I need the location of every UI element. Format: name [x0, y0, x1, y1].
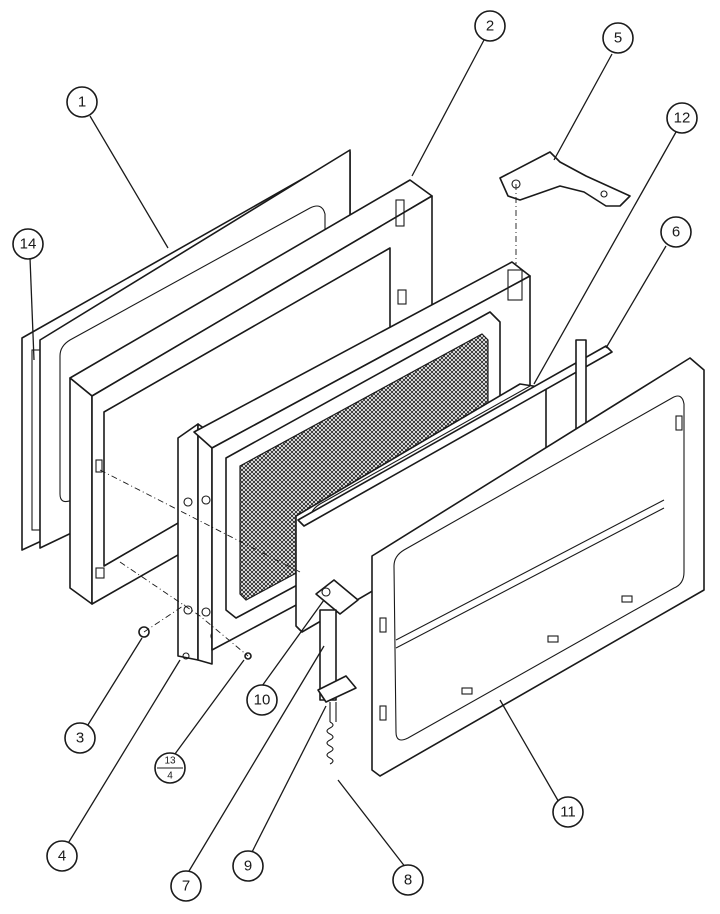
callout-14: 14: [12, 228, 44, 260]
callout-11: 11: [552, 796, 584, 828]
callout-3-circle: [64, 722, 96, 754]
callout-12: 12: [666, 102, 698, 134]
callout-1: 1: [66, 86, 98, 118]
callout-10: 10: [246, 684, 278, 716]
part-5-top-bracket: [499, 151, 631, 207]
callout-1-circle: [66, 86, 98, 118]
part-8-spring: [326, 721, 334, 765]
callout-5-circle: [602, 22, 634, 54]
callout-8: 8: [392, 864, 424, 896]
callout-11-circle: [552, 796, 584, 828]
callout-13-denominator: 4: [167, 771, 173, 782]
part-12-door-body: [193, 261, 531, 651]
callout-12-label: 12: [674, 110, 691, 127]
callout-7: 7: [170, 870, 202, 902]
callout-2: 2: [474, 10, 506, 42]
part-11-inner-liner: [371, 357, 705, 777]
callout-10-label: 10: [254, 692, 271, 709]
callout-5: 5: [602, 22, 634, 54]
callout-8-circle: [392, 864, 424, 896]
leader-lines: [29, 39, 677, 877]
callout-14-circle: [12, 228, 44, 260]
callout-9-circle: [232, 850, 264, 882]
callout-12-circle: [666, 102, 698, 134]
callout-1-label: 1: [78, 94, 86, 111]
callout-6-label: 6: [672, 224, 680, 241]
callout-7-circle: [170, 870, 202, 902]
callout-6: 6: [660, 216, 692, 248]
callout-11-label: 11: [560, 804, 576, 821]
callout-13-fraction: 13 4: [154, 752, 186, 784]
callout-4-label: 4: [58, 848, 66, 865]
callout-14-label: 14: [20, 236, 37, 253]
callout-4: 4: [46, 840, 78, 872]
part-4-hinge-plate: [177, 423, 222, 665]
callout-4-circle: [46, 840, 78, 872]
callout-3-label: 3: [76, 730, 84, 747]
callout-6-circle: [660, 216, 692, 248]
assembly-lines: [99, 184, 517, 657]
callout-2-label: 2: [486, 18, 494, 35]
callout-2-circle: [474, 10, 506, 42]
callout-5-label: 5: [614, 30, 622, 47]
callout-13-numerator: 13: [164, 756, 176, 767]
part-9-latch-lever: [317, 675, 357, 722]
callout-3: 3: [64, 722, 96, 754]
callout-7-label: 7: [182, 878, 190, 895]
callout-9: 9: [232, 850, 264, 882]
callout-10-circle: [246, 684, 278, 716]
callout-8-label: 8: [404, 872, 412, 889]
callout-9-label: 9: [244, 858, 252, 875]
